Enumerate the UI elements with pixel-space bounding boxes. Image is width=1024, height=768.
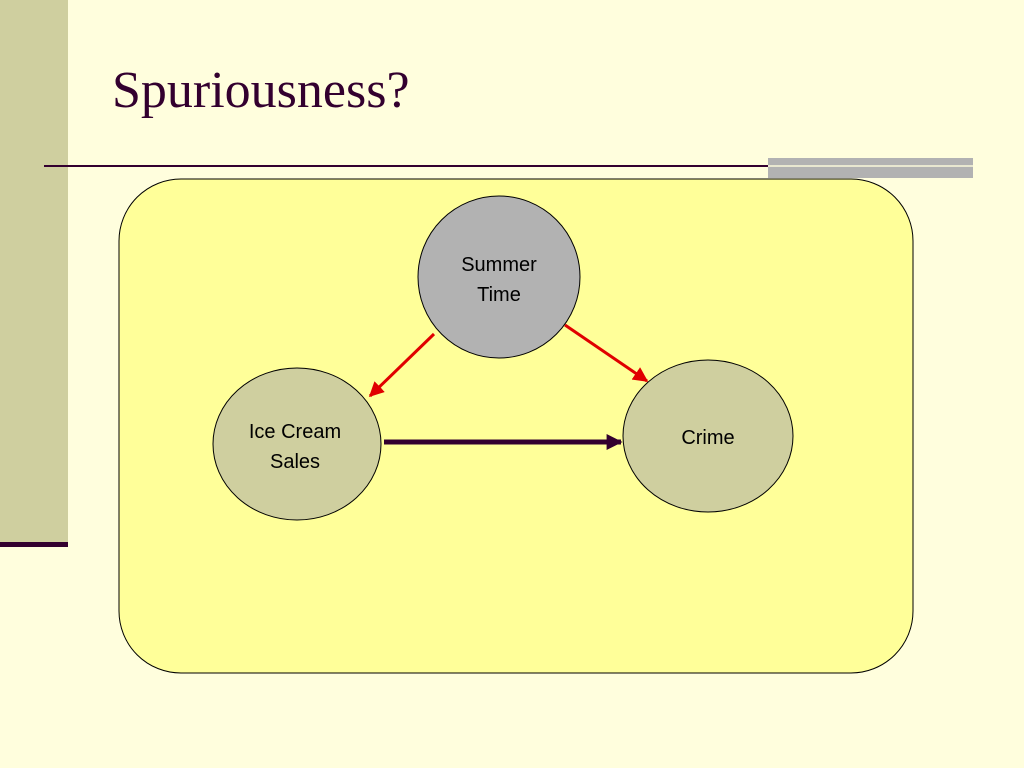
accent-bar [768,158,973,178]
accent-bar-stripe [768,165,973,167]
title-underline [44,165,973,167]
node-summer-time-label-line2: Time [477,284,521,306]
edge-summer-to-icecream [368,332,436,398]
edge-summer-to-crime [564,323,649,383]
node-crime-ellipse [622,359,794,513]
node-crime: Crime [622,359,794,513]
node-ice-cream-sales: Ice Cream Sales [212,367,382,521]
node-summer-time-circle [417,195,581,359]
node-crime-label: Crime [681,427,734,449]
node-summer-time: Summer Time [417,195,581,359]
slide-title: Spuriousness? [112,62,410,119]
node-ice-cream-sales-ellipse [212,367,382,521]
node-summer-time-label-line1: Summer [461,254,537,276]
diagram-panel [118,178,914,674]
node-ice-cream-sales-label-line1: Ice Cream [249,421,341,443]
node-ice-cream-sales-label-line2: Sales [270,451,320,473]
left-sidebar-bar [0,0,68,544]
left-sidebar-rule [0,542,68,547]
